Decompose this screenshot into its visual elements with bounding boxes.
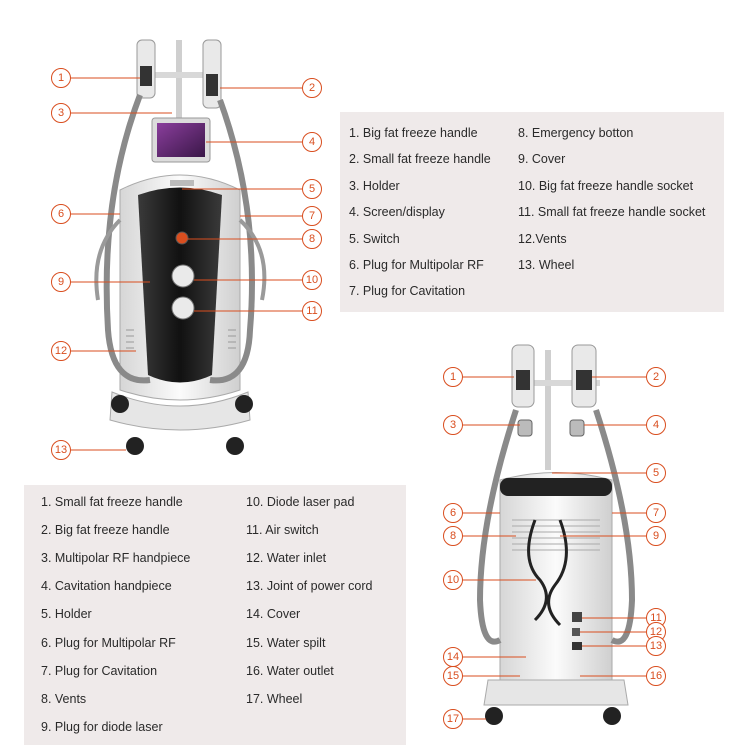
- front-callout-6: 6: [51, 204, 71, 224]
- front-emergency-button: [175, 231, 189, 245]
- back-legend-item: 13. Joint of power cord: [246, 579, 373, 593]
- back-callout-13: 13: [646, 636, 666, 656]
- front-callout-9: 9: [51, 272, 71, 292]
- back-legend-item: 1. Small fat freeze handle: [41, 495, 183, 509]
- back-callout-7: 7: [646, 503, 666, 523]
- front-screen: [157, 123, 205, 157]
- front-legend-item: 12.Vents: [518, 232, 567, 246]
- front-callout-4: 4: [302, 132, 322, 152]
- front-legend-item: 2. Small fat freeze handle: [349, 152, 491, 166]
- back-power-joint: [572, 642, 582, 650]
- back-callout-3: 3: [443, 415, 463, 435]
- front-callout-13: 13: [51, 440, 71, 460]
- back-callout-16: 16: [646, 666, 666, 686]
- back-legend-item: 5. Holder: [41, 607, 92, 621]
- back-base: [483, 679, 629, 706]
- back-legend-item: 6. Plug for Multipolar RF: [41, 636, 176, 650]
- front-machine: [94, 39, 267, 455]
- front-cable-left: [103, 93, 151, 384]
- front-big-handle: [136, 39, 156, 99]
- front-big-socket: [171, 264, 195, 288]
- back-cable-left: [476, 409, 519, 645]
- front-callout-3: 3: [51, 103, 71, 123]
- front-callout-5: 5: [302, 179, 322, 199]
- front-wheel-front-left: [126, 437, 144, 455]
- front-legend-item: 9. Cover: [518, 152, 566, 166]
- back-callout-6: 6: [443, 503, 463, 523]
- back-callout-1: 1: [443, 367, 463, 387]
- front-callout-12: 12: [51, 341, 71, 361]
- back-legend-item: 9. Plug for diode laser: [41, 720, 163, 734]
- back-callout-15: 15: [443, 666, 463, 686]
- back-holder-pole: [545, 350, 551, 470]
- front-switch: [170, 180, 194, 186]
- front-small-socket: [171, 296, 195, 320]
- back-air-switch: [572, 612, 582, 622]
- back-legend-item: 2. Big fat freeze handle: [41, 523, 170, 537]
- back-rf-handpiece: [517, 419, 533, 437]
- back-big-handle: [571, 344, 597, 408]
- front-legend-item: 4. Screen/display: [349, 205, 445, 219]
- front-callout-11: 11: [302, 301, 322, 321]
- back-cable-right: [593, 409, 636, 645]
- front-callout-10: 10: [302, 270, 322, 290]
- back-callout-10: 10: [443, 570, 463, 590]
- front-wheel-right: [235, 395, 253, 413]
- back-legend-item: 12. Water inlet: [246, 551, 327, 565]
- front-callout-1: 1: [51, 68, 71, 88]
- front-legend-item: 5. Switch: [349, 232, 400, 246]
- back-callout-8: 8: [443, 526, 463, 546]
- back-leader-lines: [462, 376, 646, 720]
- front-legend-item: 1. Big fat freeze handle: [349, 126, 478, 140]
- back-machine: [476, 344, 636, 725]
- front-legend-item: 3. Holder: [349, 179, 400, 193]
- back-legend-item: 11. Air switch: [246, 523, 319, 537]
- back-legend-item: 3. Multipolar RF handpiece: [41, 551, 191, 565]
- back-legend-item: 16. Water outlet: [246, 664, 334, 678]
- front-leader-lines: [70, 77, 302, 451]
- front-legend-item: 7. Plug for Cavitation: [349, 284, 466, 298]
- back-legend-item: 15. Water spilt: [246, 636, 326, 650]
- back-diode-laser-pads: [527, 519, 568, 627]
- front-vents: [126, 329, 236, 349]
- front-legend-item: 6. Plug for Multipolar RF: [349, 258, 484, 272]
- back-legend-item: 8. Vents: [41, 692, 87, 706]
- back-wheel-right: [603, 707, 621, 725]
- front-base: [109, 391, 251, 431]
- back-small-handle: [511, 344, 535, 408]
- back-legend-item: 14. Cover: [246, 607, 301, 621]
- back-legend-item: 4. Cavitation handpiece: [41, 579, 172, 593]
- back-callout-17: 17: [443, 709, 463, 729]
- front-legend-item: 13. Wheel: [518, 258, 575, 272]
- front-legend: 1. Big fat freeze handle 2. Small fat fr…: [340, 112, 724, 312]
- front-wheel-front-right: [226, 437, 244, 455]
- front-callout-2: 2: [302, 78, 322, 98]
- front-callout-8: 8: [302, 229, 322, 249]
- back-legend-item: 10. Diode laser pad: [246, 495, 355, 509]
- back-legend: 1. Small fat freeze handle 2. Big fat fr…: [24, 485, 406, 745]
- back-legend-item: 17. Wheel: [246, 692, 303, 706]
- back-vents: [512, 519, 600, 551]
- back-cavitation-handpiece: [569, 419, 585, 437]
- back-callout-2: 2: [646, 367, 666, 387]
- back-callout-4: 4: [646, 415, 666, 435]
- front-wheel-left: [111, 395, 129, 413]
- back-callout-9: 9: [646, 526, 666, 546]
- back-callout-14: 14: [443, 647, 463, 667]
- front-legend-item: 10. Big fat freeze handle socket: [518, 179, 694, 193]
- back-water-inlet: [572, 628, 580, 636]
- back-top-band: [500, 478, 612, 496]
- front-legend-item: 8. Emergency botton: [518, 126, 634, 140]
- back-legend-item: 7. Plug for Cavitation: [41, 664, 158, 678]
- front-legend-item: 11. Small fat freeze handle socket: [518, 205, 706, 219]
- back-callout-5: 5: [646, 463, 666, 483]
- front-holder-bar: [150, 72, 210, 78]
- front-small-handle: [202, 39, 222, 109]
- front-cable-right: [209, 98, 255, 384]
- front-holder-pole: [176, 40, 182, 120]
- back-body: [499, 472, 613, 681]
- front-callout-7: 7: [302, 206, 322, 226]
- back-wheel-left: [485, 707, 503, 725]
